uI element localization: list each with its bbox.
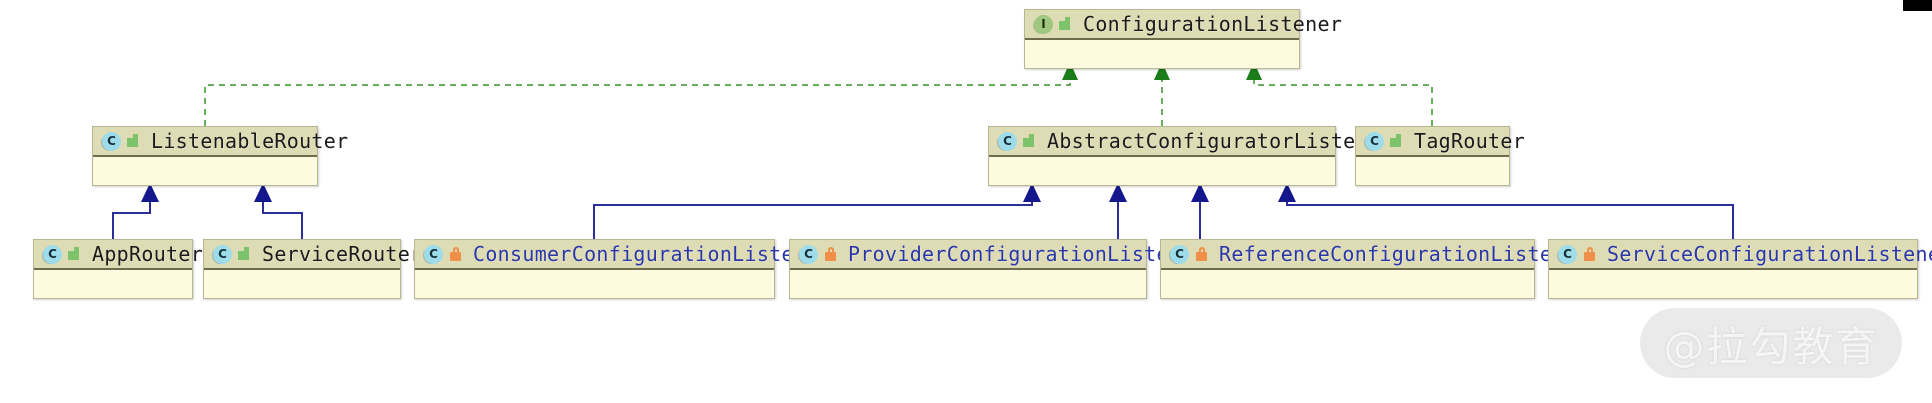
node-title: ServiceRouter <box>262 242 423 266</box>
node-title: TagRouter <box>1414 129 1526 153</box>
node-members-compartment <box>1161 270 1534 298</box>
node-members-compartment <box>34 270 192 298</box>
node-title: AppRouter <box>92 242 204 266</box>
public-glyph-icon <box>1059 17 1072 31</box>
node-title: ListenableRouter <box>151 129 349 153</box>
public-glyph-icon <box>1390 134 1403 148</box>
node-members-compartment <box>1549 270 1917 298</box>
node-members-compartment <box>989 157 1335 185</box>
package-private-lock-icon <box>449 247 462 262</box>
public-glyph-icon <box>127 134 140 148</box>
edge-listenablerouter-realizes-configurationlistener <box>204 62 1078 126</box>
node-members-compartment <box>93 157 317 185</box>
package-private-lock-icon <box>1583 247 1596 262</box>
public-glyph-icon <box>238 247 251 261</box>
watermark: @拉勾教育 <box>1640 308 1902 378</box>
corner-marker <box>1903 0 1932 11</box>
uml-node-consumerconfigurationlistener[interactable]: C ConsumerConfigurationListener <box>414 239 831 299</box>
uml-node-tagrouter[interactable]: C TagRouter <box>1355 126 1525 186</box>
uml-node-listenablerouter[interactable]: C ListenableRouter <box>92 126 348 186</box>
edge-referenceconfigurationlistener-extends-abstractconfiguratorlistener <box>1191 183 1209 239</box>
edge-abstractconfiguratorlistener-realizes-configurationlistener <box>1154 62 1170 126</box>
package-private-lock-icon <box>824 247 837 262</box>
node-header: C ListenableRouter <box>93 127 348 157</box>
node-title: ReferenceConfigurationListener <box>1219 242 1590 266</box>
class-stereotype-icon: C <box>998 131 1017 151</box>
edge-providerconfigurationlistener-extends-abstractconfiguratorlistener <box>1109 183 1127 239</box>
node-header: C ReferenceConfigurationListener <box>1161 240 1589 270</box>
interface-stereotype-icon: I <box>1034 14 1053 34</box>
edge-tagrouter-realizes-configurationlistener <box>1246 62 1433 126</box>
class-stereotype-icon: C <box>43 244 62 264</box>
node-title: ProviderConfigurationListener <box>848 242 1206 266</box>
class-stereotype-icon: C <box>1365 131 1384 151</box>
class-stereotype-icon: C <box>102 131 121 151</box>
node-header: I ConfigurationListener <box>1025 10 1342 40</box>
class-stereotype-icon: C <box>424 244 443 264</box>
node-title: AbstractConfiguratorListener <box>1047 129 1393 153</box>
node-members-compartment <box>415 270 774 298</box>
node-members-compartment <box>1356 157 1509 185</box>
uml-node-referenceconfigurationlistener[interactable]: C ReferenceConfigurationListener <box>1160 239 1589 299</box>
uml-node-servicerouter[interactable]: C ServiceRouter <box>203 239 422 299</box>
edge-approuter-extends-listenablerouter <box>112 183 159 239</box>
public-glyph-icon <box>1023 134 1036 148</box>
class-stereotype-icon: C <box>213 244 232 264</box>
uml-node-serviceconfigurationlistener[interactable]: C ServiceConfigurationListener <box>1548 239 1932 299</box>
class-stereotype-icon: C <box>1170 244 1189 264</box>
class-stereotype-icon: C <box>799 244 818 264</box>
uml-node-providerconfigurationlistener[interactable]: C ProviderConfigurationListener <box>789 239 1206 299</box>
node-title: ServiceConfigurationListener <box>1607 242 1932 266</box>
node-header: C ProviderConfigurationListener <box>790 240 1206 270</box>
node-header: C TagRouter <box>1356 127 1525 157</box>
node-members-compartment <box>790 270 1146 298</box>
edge-consumerconfigurationlistener-extends-abstractconfiguratorlistener <box>593 183 1041 239</box>
node-header: C ConsumerConfigurationListener <box>415 240 831 270</box>
package-private-lock-icon <box>1195 247 1208 262</box>
node-members-compartment <box>1025 40 1299 68</box>
node-title: ConsumerConfigurationListener <box>473 242 831 266</box>
uml-node-approuter[interactable]: C AppRouter <box>33 239 203 299</box>
node-header: C AppRouter <box>34 240 203 270</box>
uml-node-configurationlistener[interactable]: I ConfigurationListener <box>1024 9 1342 69</box>
node-header: C AbstractConfiguratorListener <box>989 127 1392 157</box>
uml-node-abstractconfiguratorlistener[interactable]: C AbstractConfiguratorListener <box>988 126 1392 186</box>
node-header: C ServiceRouter <box>204 240 422 270</box>
node-title: ConfigurationListener <box>1083 12 1343 36</box>
edge-servicerouter-extends-listenablerouter <box>254 183 303 239</box>
node-header: C ServiceConfigurationListener <box>1549 240 1932 270</box>
class-stereotype-icon: C <box>1558 244 1577 264</box>
node-members-compartment <box>204 270 400 298</box>
edge-serviceconfigurationlistener-extends-abstractconfiguratorlistener <box>1278 183 1734 239</box>
public-glyph-icon <box>68 247 81 261</box>
